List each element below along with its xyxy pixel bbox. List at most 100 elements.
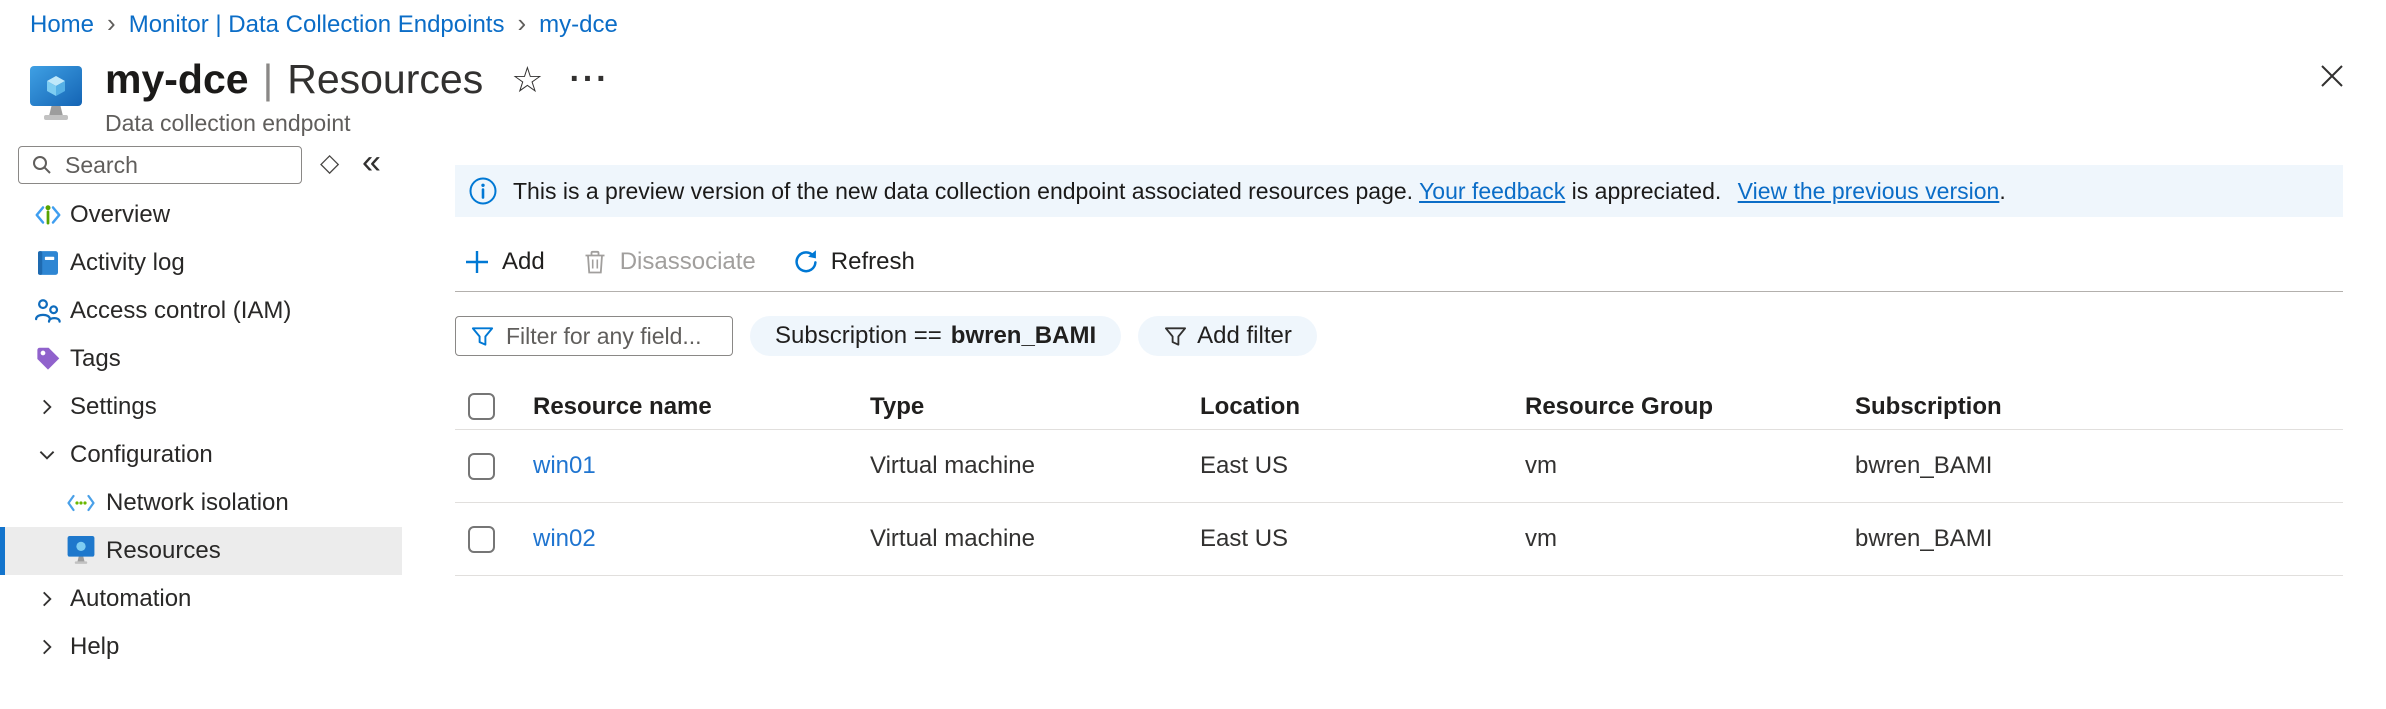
view-previous-version-link[interactable]: View the previous version [1737,177,2000,204]
access-control-icon [33,296,63,326]
sidebar-item-overview[interactable]: Overview [0,191,402,239]
banner-text: This is a preview version of the new dat… [513,178,2006,205]
cell-type: Virtual machine [870,452,1035,479]
sidebar-nav: Overview Activity log Acc [0,191,402,671]
disassociate-button-label: Disassociate [619,247,756,275]
data-collection-endpoint-icon [30,66,82,120]
sidebar-item-label: Access control (IAM) [70,297,292,324]
add-button-label: Add [502,247,545,275]
resource-name-link[interactable]: win02 [533,525,596,552]
filter-funnel-icon [1165,326,1187,346]
search-icon [33,156,51,174]
sidebar-item-label: Settings [70,393,157,420]
page-header: my-dce | Resources ☆ ··· Data collection… [29,56,609,137]
close-blade-icon[interactable] [2318,62,2346,95]
resources-table: Resource name Type Location Resource Gro… [455,384,2343,576]
cell-subscription: bwren_BAMI [1855,452,1993,479]
add-plus-icon [466,250,488,273]
row-checkbox[interactable] [468,525,495,553]
breadcrumb-separator-icon: › [107,8,116,38]
cell-location: East US [1200,452,1289,479]
sidebar-item-label: Overview [70,201,171,228]
sidebar-item-label: Tags [70,345,121,372]
more-options-ellipsis-icon[interactable]: ··· [569,60,610,98]
breadcrumb-my-dce[interactable]: my-dce [539,10,618,38]
subscription-filter-label: Subscription == [775,322,942,349]
column-header-resource-name: Resource name [533,392,712,420]
filter-input-wrap [455,316,733,356]
chevron-right-icon [36,588,58,610]
tags-icon [33,344,63,374]
disassociate-button: Disassociate [575,248,762,276]
filter-bar: Subscription == bwren_BAMI Add filter [455,316,2343,356]
breadcrumb-home[interactable]: Home [30,10,95,38]
your-feedback-link[interactable]: Your feedback [1419,177,1566,204]
refresh-button[interactable]: Refresh [786,248,921,276]
page-title-resource-name: my-dce [105,56,249,102]
sidebar-item-access-control-iam[interactable]: Access control (IAM) [0,287,402,335]
info-icon [469,177,497,205]
breadcrumb-monitor-dce[interactable]: Monitor | Data Collection Endpoints [128,10,505,38]
sidebar-item-label: Network isolation [106,489,289,516]
resource-menu-sidebar: ◇ « Overview Activi [0,143,402,671]
select-all-checkbox[interactable] [468,393,495,420]
activity-log-icon [33,248,63,278]
page-title-blade-name: Resources [287,56,484,102]
sidebar-item-label: Automation [70,585,192,612]
add-filter-label: Add filter [1197,322,1292,349]
filter-funnel-icon [471,327,494,346]
cell-resource-group: vm [1525,525,1557,552]
banner-period: . [1999,177,2006,204]
cell-type: Virtual machine [870,525,1035,552]
chevron-down-icon [36,444,58,466]
sidebar-group-automation[interactable]: Automation [0,575,402,623]
chevron-right-icon [36,396,58,418]
cell-subscription: bwren_BAMI [1855,525,1993,552]
breadcrumb: Home › Monitor | Data Collection Endpoin… [30,10,618,39]
subscription-filter-pill[interactable]: Subscription == bwren_BAMI [750,316,1122,356]
column-header-type: Type [870,392,925,420]
table-header-row: Resource name Type Location Resource Gro… [455,384,2343,430]
sidebar-item-activity-log[interactable]: Activity log [0,239,402,287]
resource-name-link[interactable]: win01 [533,452,596,479]
sidebar-item-label: Resources [106,537,221,564]
column-header-resource-group: Resource Group [1525,392,1714,420]
trash-icon [585,250,605,273]
sidebar-group-settings[interactable]: Settings [0,383,402,431]
sidebar-group-help[interactable]: Help [0,623,402,671]
collapse-menu-icon[interactable]: « [362,143,381,181]
favorite-star-icon[interactable]: ☆ [511,58,544,100]
filter-any-field-input[interactable] [455,316,733,356]
page-title-separator: | [262,56,274,102]
network-isolation-icon [66,488,96,518]
cell-location: East US [1200,525,1289,552]
cell-resource-group: vm [1525,452,1557,479]
table-row: win02 Virtual machine East US vm bwren_B… [455,503,2343,576]
column-header-subscription: Subscription [1855,392,2002,420]
command-bar: Add Disassociate Refresh [455,232,2343,292]
preview-info-banner: This is a preview version of the new dat… [455,165,2343,217]
add-button[interactable]: Add [457,248,551,276]
sidebar-group-configuration[interactable]: Configuration [0,431,402,479]
sidebar-item-label: Activity log [70,249,185,276]
sidebar-search-input[interactable] [18,146,302,184]
sidebar-item-resources[interactable]: Resources [0,527,402,575]
refresh-icon [795,249,817,272]
subscription-filter-value: bwren_BAMI [950,322,1097,349]
sidebar-item-label: Help [70,633,120,660]
resources-icon [66,536,96,566]
reorder-diamond-icon[interactable]: ◇ [320,149,340,177]
page-title: my-dce | Resources ☆ ··· [105,56,609,103]
chevron-right-icon [36,636,58,658]
add-filter-pill[interactable]: Add filter [1138,316,1317,356]
row-checkbox[interactable] [468,452,495,480]
table-row: win01 Virtual machine East US vm bwren_B… [455,430,2343,503]
overview-icon [33,200,63,230]
sidebar-item-tags[interactable]: Tags [0,335,402,383]
page-subtitle: Data collection endpoint [105,110,351,136]
sidebar-item-network-isolation[interactable]: Network isolation [0,479,402,527]
column-header-location: Location [1200,392,1300,420]
sidebar-item-label: Configuration [70,441,213,468]
banner-message: This is a preview version of the new dat… [513,177,1414,204]
main-content: This is a preview version of the new dat… [455,165,2343,576]
